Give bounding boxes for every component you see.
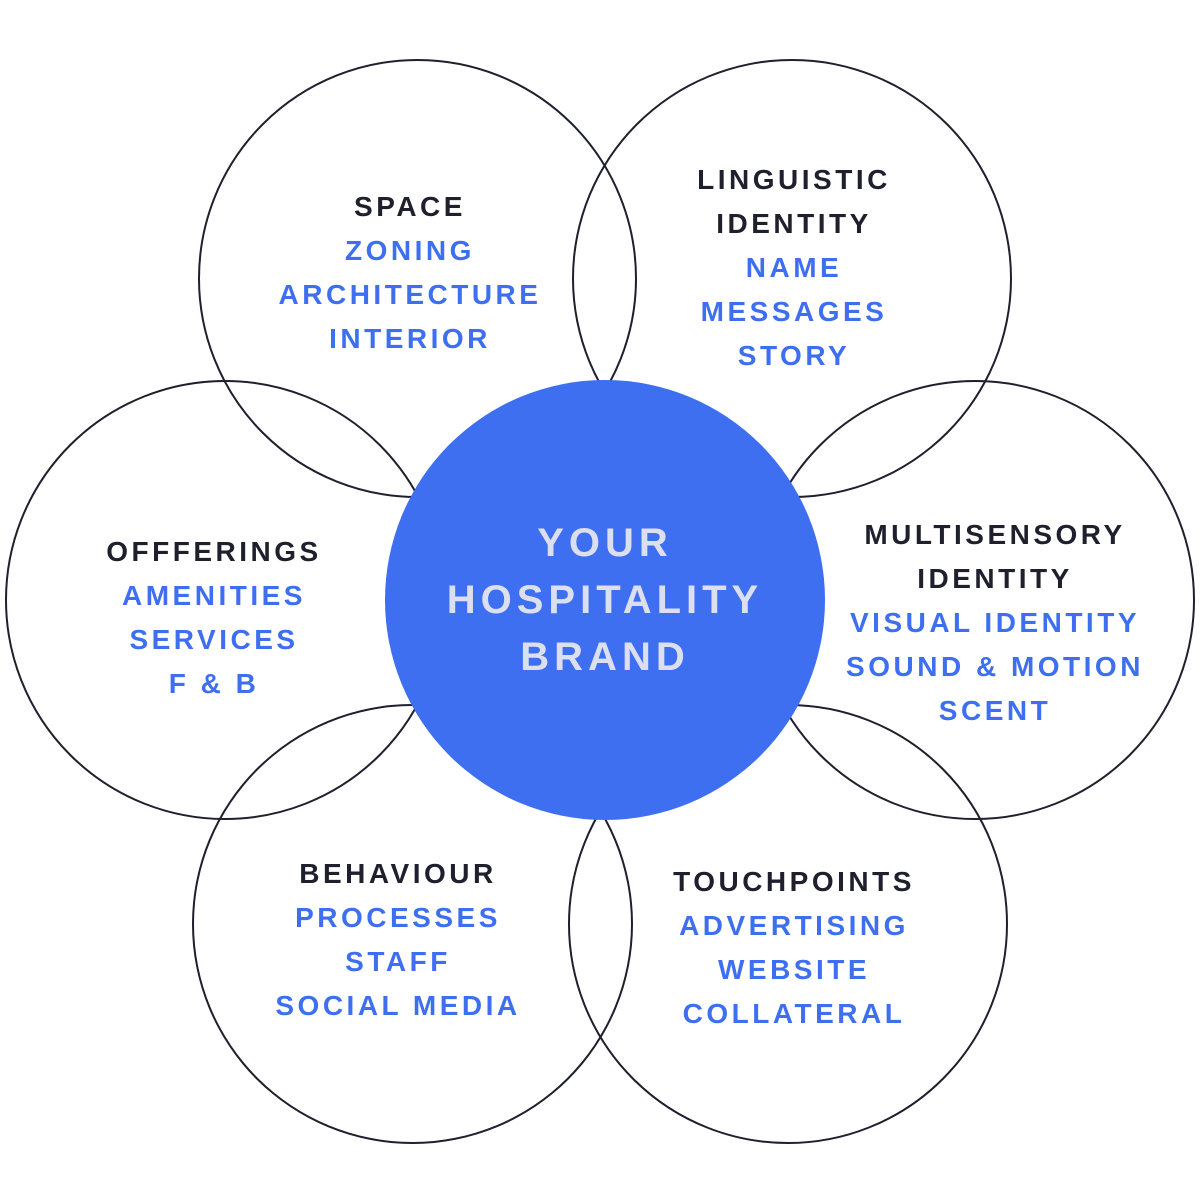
linguistic-identity-heading: LINGUISTIC — [697, 164, 891, 195]
multisensory-identity-heading: IDENTITY — [917, 563, 1073, 594]
touchpoints-item: ADVERTISING — [679, 910, 909, 941]
behaviour-item: STAFF — [345, 946, 451, 977]
multisensory-identity-item: SCENT — [938, 695, 1052, 726]
touchpoints-item: WEBSITE — [717, 954, 871, 985]
center-label: YOUR HOSPITALITY BRAND — [385, 515, 825, 686]
linguistic-identity-label: LINGUISTIC IDENTITY NAME MESSAGES STORY — [642, 158, 946, 378]
center-label-line: HOSPITALITY — [446, 578, 764, 622]
linguistic-identity-item: STORY — [737, 340, 851, 371]
touchpoints-heading: TOUCHPOINTS — [673, 866, 915, 897]
offerings-item: F & B — [168, 668, 260, 699]
behaviour-heading: BEHAVIOUR — [299, 858, 497, 889]
linguistic-identity-heading: IDENTITY — [716, 208, 872, 239]
space-item: INTERIOR — [329, 323, 491, 354]
touchpoints-item: COLLATERAL — [682, 998, 906, 1029]
multisensory-identity-label: MULTISENSORY IDENTITY VISUAL IDENTITY SO… — [818, 513, 1172, 733]
center-label-line: YOUR — [537, 521, 673, 565]
offerings-heading: OFFFERINGS — [106, 536, 322, 567]
behaviour-item: PROCESSES — [295, 902, 501, 933]
multisensory-identity-item: SOUND & MOTION — [846, 651, 1144, 682]
center-circle — [385, 380, 825, 820]
behaviour-item: SOCIAL MEDIA — [275, 990, 521, 1021]
space-heading: SPACE — [354, 191, 466, 222]
linguistic-identity-item: NAME — [745, 252, 843, 283]
space-item: ZONING — [345, 235, 475, 266]
linguistic-identity-item: MESSAGES — [700, 296, 888, 327]
behaviour-label: BEHAVIOUR PROCESSES STAFF SOCIAL MEDIA — [246, 852, 550, 1028]
space-label: SPACE ZONING ARCHITECTURE INTERIOR — [258, 185, 562, 361]
space-item: ARCHITECTURE — [278, 279, 542, 310]
multisensory-identity-heading: MULTISENSORY — [864, 519, 1126, 550]
offerings-item: AMENITIES — [122, 580, 306, 611]
multisensory-identity-item: VISUAL IDENTITY — [849, 607, 1140, 638]
offerings-label: OFFFERINGS AMENITIES SERVICES F & B — [62, 530, 366, 706]
touchpoints-label: TOUCHPOINTS ADVERTISING WEBSITE COLLATER… — [642, 860, 946, 1036]
center-label-line: BRAND — [520, 635, 690, 679]
offerings-item: SERVICES — [129, 624, 299, 655]
